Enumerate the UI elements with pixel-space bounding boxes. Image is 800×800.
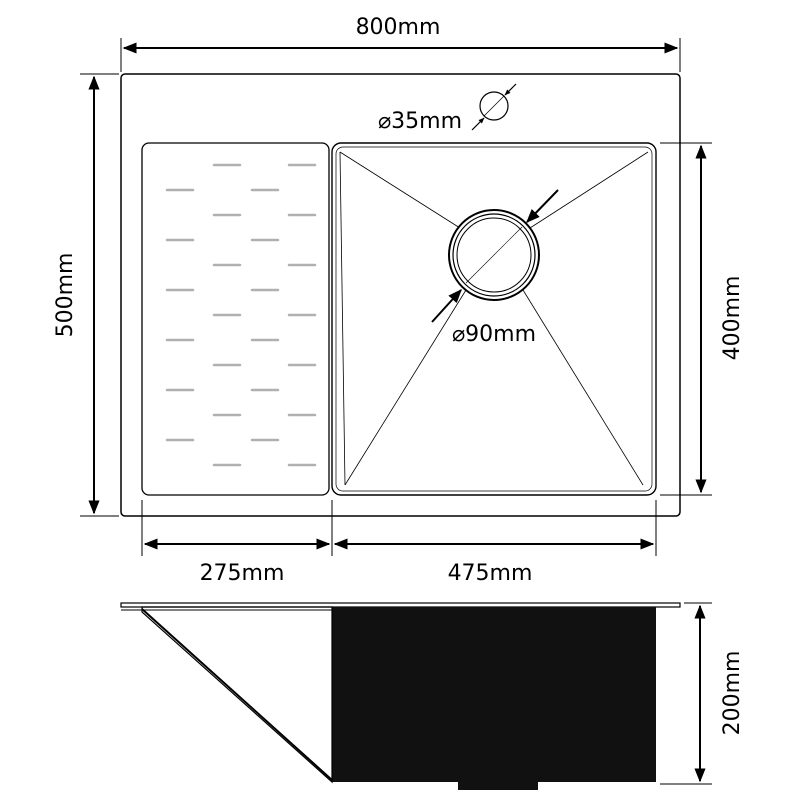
dimension-lines [80, 38, 712, 785]
drain-diameter-label: ⌀90mm [452, 322, 536, 347]
overall-depth-label: 500mm [53, 253, 78, 338]
drain [448, 209, 540, 301]
sink-outline [120, 73, 681, 517]
overall-width-label: 800mm [356, 15, 441, 40]
top-view [120, 73, 681, 517]
bowl-width-label: 475mm [448, 561, 533, 586]
bowl [331, 142, 657, 496]
basin-side-profile [332, 607, 656, 782]
bowl-depth-label: 400mm [720, 276, 745, 361]
drainboard-width-label: 275mm [200, 561, 285, 586]
drain-outlet [458, 782, 538, 790]
tap-hole-diameter-label: ⌀35mm [378, 109, 462, 134]
bowl-creases [339, 151, 649, 486]
bowl-inner-edge [335, 146, 653, 492]
drainboard [141, 142, 330, 496]
tap-hole [479, 91, 509, 121]
side-view [120, 602, 681, 790]
drainboard-ribs [165, 163, 317, 467]
bowl-height-label: 200mm [720, 651, 745, 736]
